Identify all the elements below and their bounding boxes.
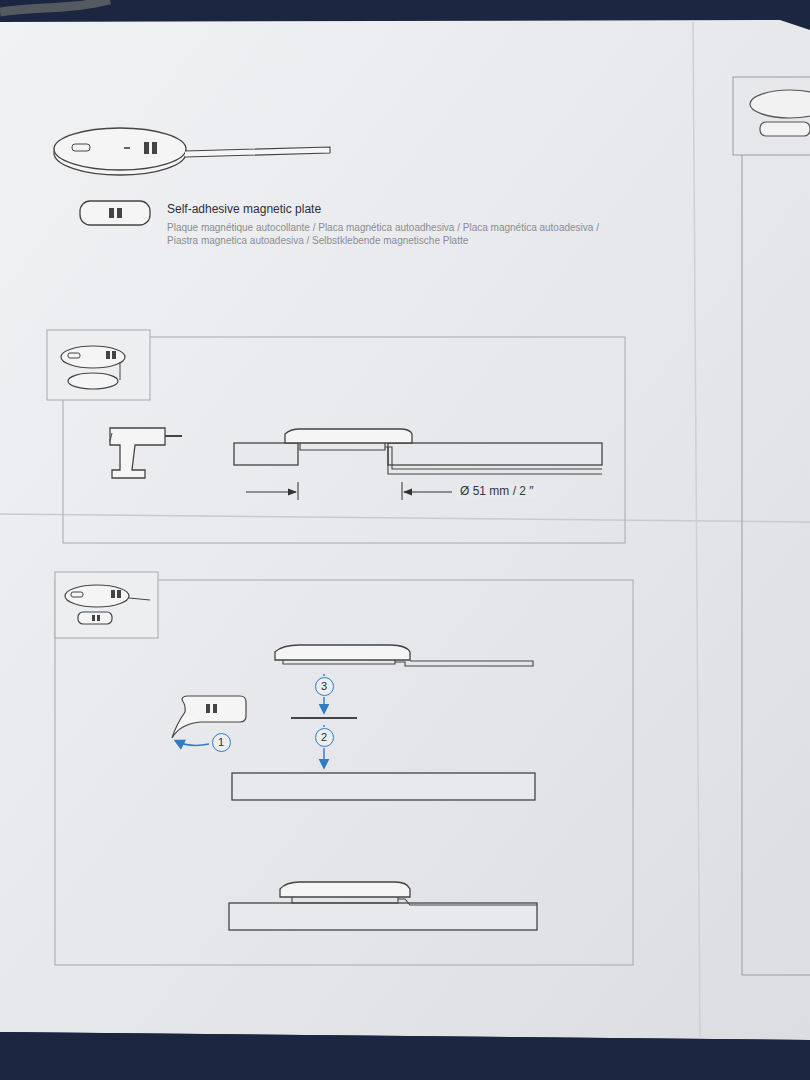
callout-number-text: 2 — [321, 732, 327, 743]
callout-number: 3 — [315, 677, 334, 696]
callout-number: 1 — [212, 733, 231, 752]
part-name: Self-adhesive magnetic plate — [167, 202, 627, 217]
callout-number-text: 1 — [218, 737, 224, 748]
callout-number: 2 — [315, 728, 334, 747]
part-name-translations: Plaque magnétique autocollante / Placa m… — [167, 222, 619, 247]
dimension-label: Ø 51 mm / 2 ″ — [458, 484, 536, 498]
callout-number-text: 3 — [321, 681, 327, 692]
